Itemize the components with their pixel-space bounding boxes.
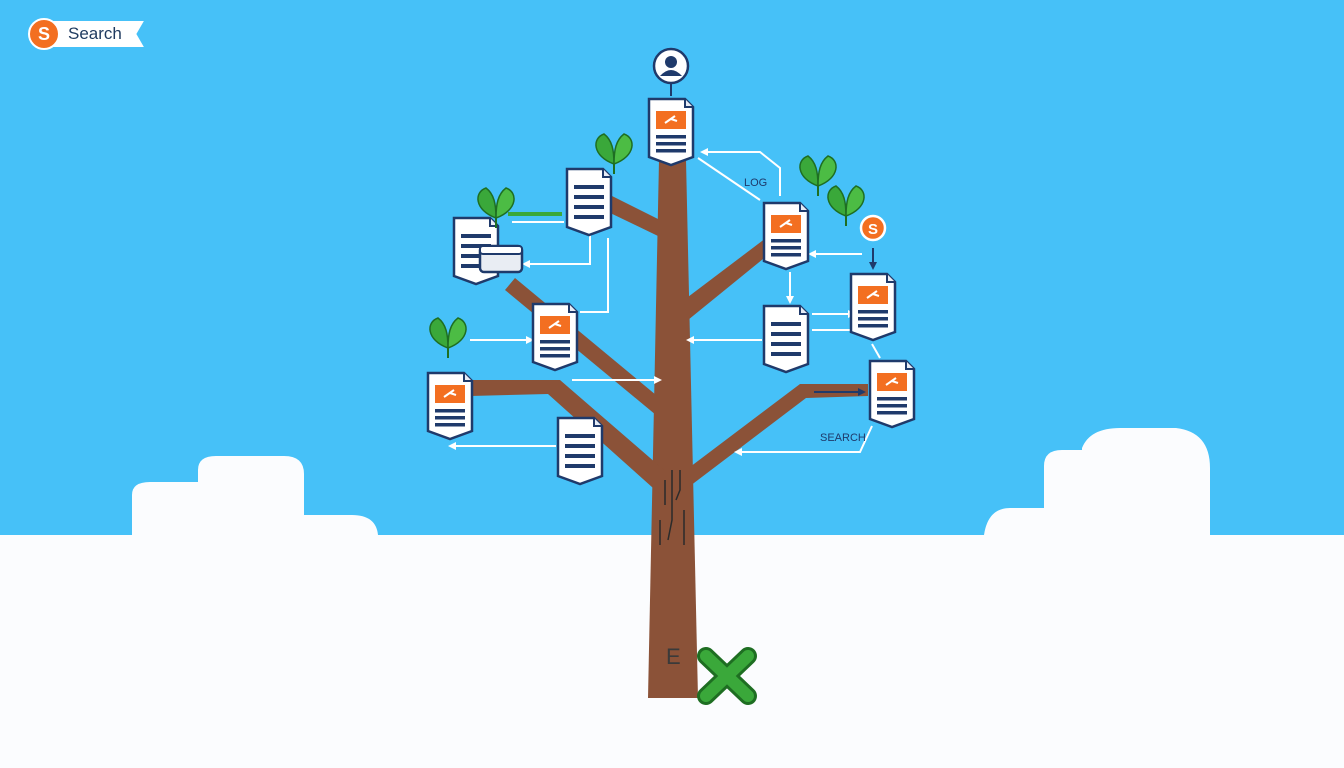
document-node: [870, 361, 914, 427]
trunk-grain: [659, 470, 685, 545]
connector-arrows: [452, 151, 881, 453]
document-node: [533, 304, 577, 370]
navy-arrow-head: [858, 388, 866, 396]
document-node: [428, 373, 472, 439]
document-node: [764, 203, 808, 269]
cloud-left: [132, 456, 378, 535]
document-node: [649, 99, 693, 165]
search-node-label: SEARCH: [820, 432, 866, 444]
green-x-icon: [697, 647, 757, 705]
orange-s-icon: S: [859, 214, 887, 242]
navy-down-arrow-head: [869, 262, 877, 270]
search-label: Search: [50, 21, 144, 47]
document-node: [558, 418, 602, 484]
leaf-icon: [428, 317, 468, 359]
document-node: [567, 169, 611, 235]
trunk-letter: E: [666, 644, 681, 669]
user-avatar-icon: [652, 47, 690, 96]
document-node: [764, 306, 808, 372]
svg-text:S: S: [868, 221, 878, 238]
leaf-icon: [826, 185, 866, 227]
search-logo-icon: S: [28, 18, 60, 50]
search-badge[interactable]: S Search: [28, 18, 144, 50]
cloud-right: [984, 428, 1210, 535]
document-node: [851, 274, 895, 340]
document-stack-card: [478, 244, 524, 274]
log-label: LOG: [744, 177, 767, 189]
